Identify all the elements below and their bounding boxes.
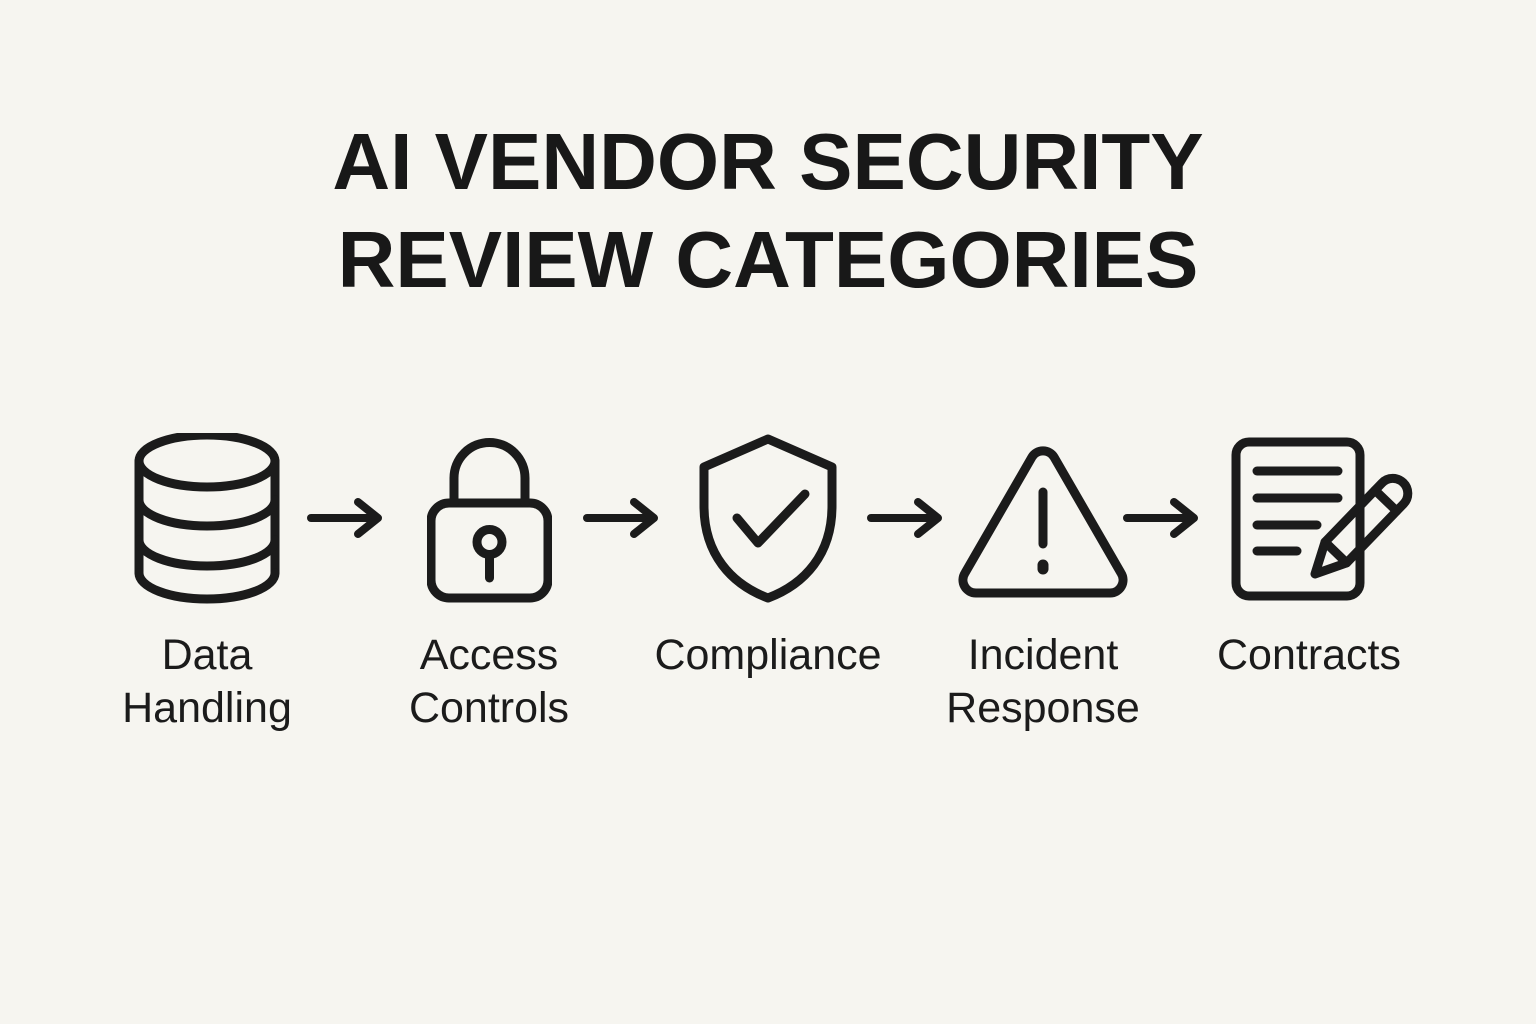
shield-check-icon (693, 433, 843, 605)
category-label: Contracts (1216, 631, 1401, 679)
flow-arrow-icon (307, 498, 382, 538)
category-contracts: Contracts (1179, 433, 1439, 682)
warning-triangle-icon (953, 433, 1133, 605)
category-label: Access Controls (408, 631, 570, 732)
category-label: Data Handling (122, 631, 292, 732)
category-label: Compliance (654, 631, 882, 679)
database-icon (132, 433, 282, 605)
page-title: AI VENDOR SECURITY REVIEW CATEGORIES (332, 117, 1204, 304)
category-label: Incident Response (946, 631, 1140, 732)
lock-icon (426, 433, 552, 605)
category-incident-response: Incident Response (913, 433, 1173, 735)
category-compliance: Compliance (638, 433, 898, 682)
document-pencil-icon (1230, 433, 1416, 605)
flow-arrow-icon (583, 498, 658, 538)
category-data-handling: Data Handling (77, 433, 337, 735)
flow-arrow-icon (1123, 498, 1198, 538)
flow-arrow-icon (867, 498, 942, 538)
category-access-controls: Access Controls (359, 433, 619, 735)
